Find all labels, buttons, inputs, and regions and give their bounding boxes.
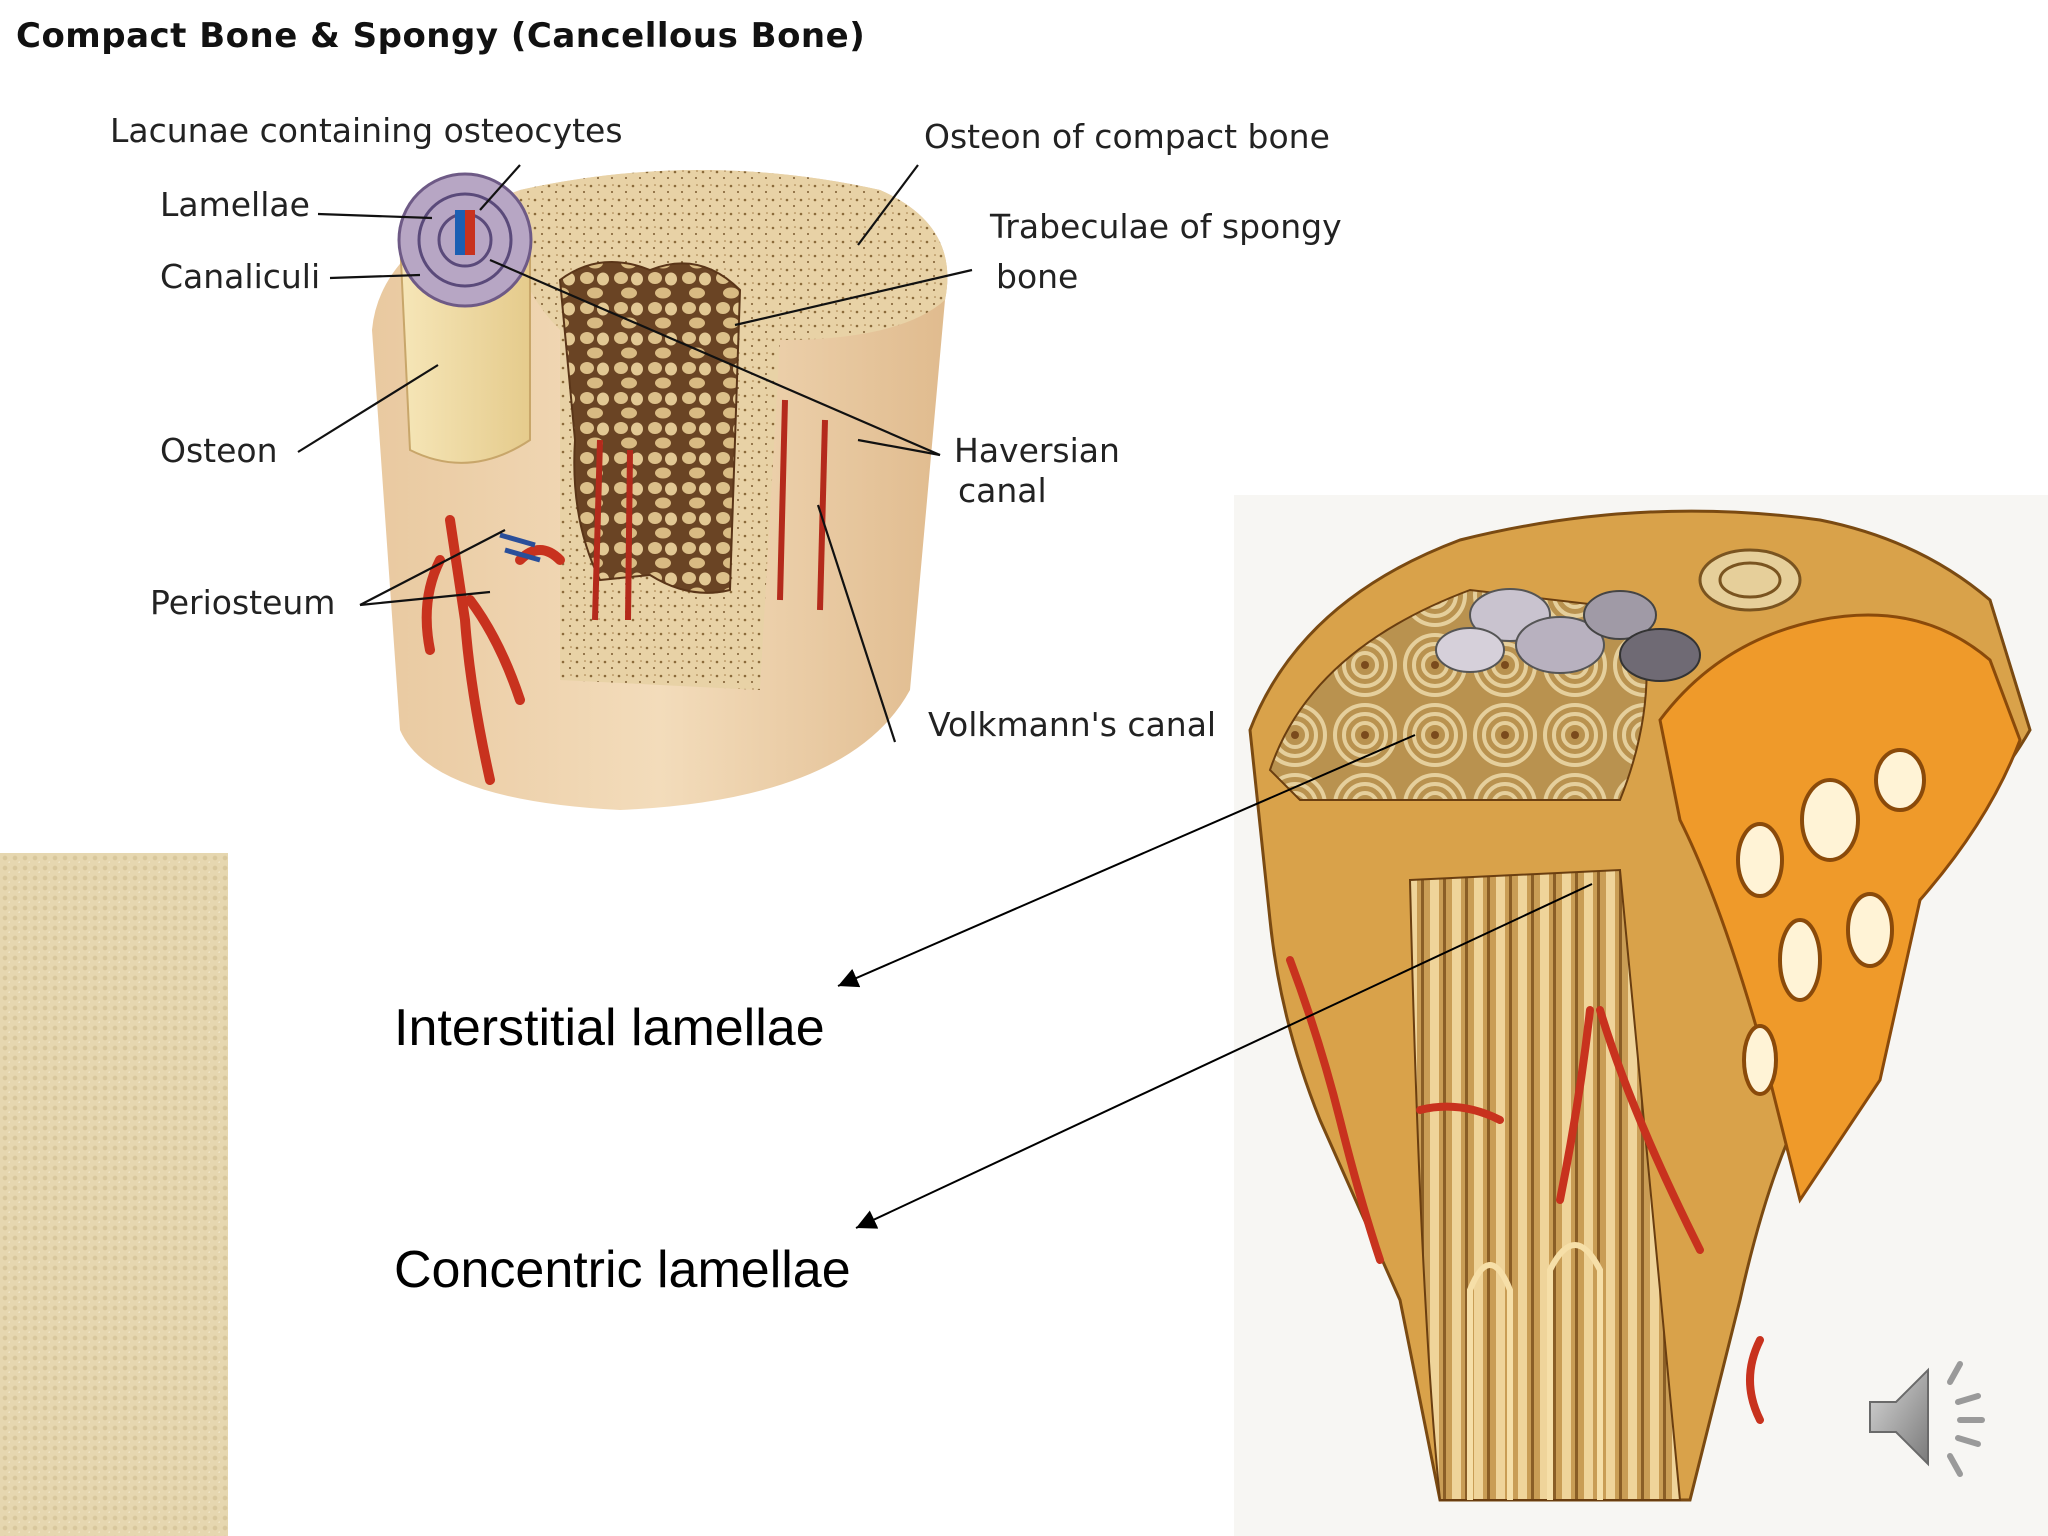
slide-title: Compact Bone & Spongy (Cancellous Bone) xyxy=(16,16,866,56)
label-osteon: Osteon xyxy=(160,431,278,470)
arrow-interstitial xyxy=(837,734,1416,988)
label-trabeculae-2: bone xyxy=(996,257,1079,296)
label-lamellae: Lamellae xyxy=(160,185,310,224)
speaker-icon[interactable] xyxy=(1862,1352,2002,1482)
label-volkmann: Volkmann's canal xyxy=(928,705,1217,744)
label-haversian-2: canal xyxy=(958,471,1047,510)
label-haversian-1: Haversian xyxy=(954,431,1120,470)
label-periosteum: Periosteum xyxy=(150,583,336,622)
arrow-concentric xyxy=(855,883,1593,1229)
osteon-discs xyxy=(1435,588,1701,682)
label-trabeculae-1: Trabeculae of spongy xyxy=(990,207,1342,246)
label-osteon-compact: Osteon of compact bone xyxy=(924,117,1330,156)
label-interstitial-lamellae: Interstitial lamellae xyxy=(394,999,825,1057)
label-canaliculi: Canaliculi xyxy=(160,257,321,296)
label-concentric-lamellae: Concentric lamellae xyxy=(394,1241,851,1299)
label-lacunae: Lacunae containing osteocytes xyxy=(110,111,623,150)
decorative-texture-strip xyxy=(0,853,228,1536)
